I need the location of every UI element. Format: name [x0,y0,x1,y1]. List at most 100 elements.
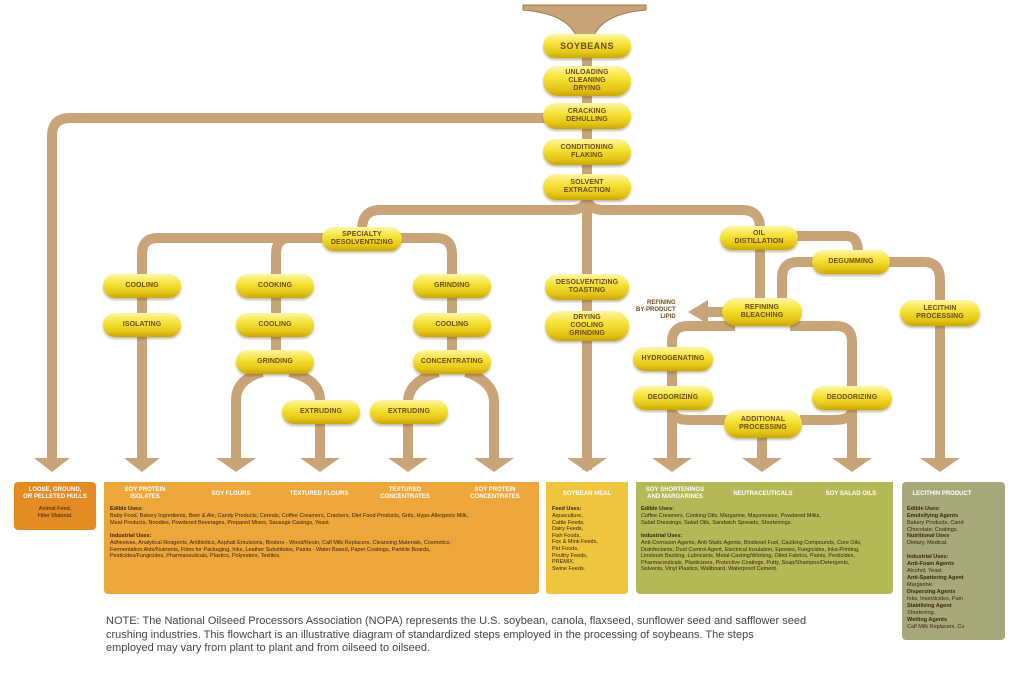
pipe-hulls [47,113,545,462]
lec-nutr-text: Dietary, Medical. [907,540,948,546]
pipe-ref-left [667,321,735,462]
arrow-lecithin [920,458,960,472]
product-hulls: LOOSE, GROUND, OR PELLETED HULLS Animal … [14,482,96,530]
meal-feed-label: Feed Uses: [552,506,582,512]
lec-disp-text: Inks, Insecticides, Pain [907,596,963,602]
arrow-textured-conc [388,458,428,472]
product-flours-title: SOY FLOURS [211,491,251,497]
pipe-add-right [800,409,857,425]
step-lecithin-processing: LECITHIN PROCESSING [900,300,980,326]
step-cooking: COOKING [236,274,314,298]
oil-edible-text: Coffee Creamers, Cooking Oils, Margarine… [641,513,821,526]
pipe-add-left [667,409,730,425]
step-additional-processing: ADDITIONAL PROCESSING [724,410,802,438]
step-soybeans: SOYBEANS [543,34,631,58]
arrow-byproduct [688,300,708,324]
lec-emuls-text: Bakery Products, Cand Chocolate, Coating… [907,520,964,533]
lec-antispat-text: Margarine. [907,582,934,588]
oil-edible-label: Edible Uses: [641,506,675,512]
pipe-lines [47,40,945,470]
step-conditioning: CONDITIONING FLAKING [543,139,631,165]
product-lecithin-title: LECITHIN PRODUCT [912,491,972,497]
lec-antifoam-text: Alcohol, Yeast. [907,568,944,574]
step-cracking: CRACKING DEHULLING [543,103,631,129]
step-solvent-extraction: SOLVENT EXTRACTION [543,174,631,200]
step-deodorizing-left: DEODORIZING [633,386,713,410]
lec-antifoam-label: Anti-Foam Agents [907,561,955,567]
arrow-flours [216,458,256,472]
meal-feed-text: Aquaculture, Cattle Feeds, Dairy Feeds, … [552,513,598,572]
pipe-grind-left [231,367,264,462]
product-hulls-text: Animal Feed, Filter Material. [37,506,73,519]
nopa-note: NOTE: The National Oilseed Processors As… [106,615,807,654]
arrow-salad [832,458,872,472]
product-meal-title: SOYBEAN MEAL [562,491,612,497]
pipe-degum-left [777,257,830,300]
product-soy-oils: SOY SHORTENINGS AND MARGARINES NEUTRACEU… [636,482,893,594]
arrow-neutra [742,458,782,472]
pipe-ref-right [790,321,857,462]
step-concentrating: CONCENTRATING [413,350,491,374]
product-textured-conc-title: TEXTURED CONCENTRATES [380,487,430,500]
pipe-specialty-left [137,233,325,462]
lec-emuls-label: Emulsifying Agents [907,513,959,519]
step-deodorizing-right: DEODORIZING [812,386,892,410]
arrow-isolates [124,458,160,472]
pipe-arrows [34,300,960,472]
product-neutra-title: NEUTRACEUTICALS [733,491,793,497]
step-cooling-flours: COOLING [236,313,314,337]
product-lecithin: LECITHIN PRODUCT Edible Uses: Emulsifyin… [902,482,1005,640]
pipe-degum-right [884,257,945,462]
step-extruding-concentrates: EXTRUDING [370,400,448,424]
product-hulls-title: LOOSE, GROUND, OR PELLETED HULLS [23,487,87,500]
oil-industrial-label: Industrial Uses: [641,533,683,539]
product-protein-conc-title: SOY PROTEIN CONCENTRATES [470,487,520,500]
lecithin-industrial-label: Industrial Uses: [907,554,949,560]
step-cooling-concentrates: COOLING [413,313,491,337]
lec-antispat-label: Anti-Spattering Agent [907,575,964,581]
pipe-oil-degum [790,231,863,253]
pipe-conc-right [464,367,499,462]
product-soybean-meal: SOYBEAN MEAL Feed Uses: Aquaculture, Cat… [546,482,628,594]
lec-disp-label: Dispersing Agents [907,589,956,595]
arrow-hulls [34,458,70,472]
step-isolating: ISOLATING [103,313,181,337]
step-unloading: UNLOADING CLEANING DRYING [543,66,631,96]
step-extruding-flours: EXTRUDING [282,400,360,424]
pipe-specialty-right [400,233,457,285]
step-hydrogenating: HYDROGENATING [633,347,713,371]
refining-byproduct-label: REFINING BY-PRODUCT LIPID [636,300,676,320]
oil-industrial-text: Anti-Corrosion Agents, Anti-Static Agent… [641,540,862,573]
arrow-meal [567,458,607,472]
arrow-textured-flours [300,458,340,472]
lec-wet-text: Calf Milk Replacers, Co [907,624,965,630]
protein-edible-text: Baby Food, Bakery Ingredients, Beer & Al… [110,513,469,526]
step-desolventizing-toasting: DESOLVENTIZING TOASTING [545,274,629,300]
step-cooling-isolates: COOLING [103,274,181,298]
product-shortening-title: SOY SHORTENINGS AND MARGARINES [645,487,705,500]
lec-stab-text: Shortening. [907,610,936,616]
step-degumming: DEGUMMING [812,250,890,274]
step-specialty-desolventizing: SPECIALTY DESOLVENTIZING [322,227,402,251]
arrow-shortening [652,458,692,472]
protein-edible-label: Edible Uses: [110,506,144,512]
step-oil-distillation: OIL DISTILLATION [720,226,798,250]
lec-wet-label: Wetting Agents [907,617,948,623]
pipe-to-oil [582,195,765,229]
protein-industrial-label: Industrial Uses: [110,533,152,539]
lec-stab-label: Stabilizing Agent [907,603,952,609]
product-salad-title: SOY SALAD OILS [825,491,877,497]
product-soy-protein: SOY PROTEIN ISOLATES SOY FLOURS TEXTURED… [104,482,539,594]
protein-industrial-text: Adhesives, Analytical Reagents, Antibiot… [110,540,452,560]
step-grinding-concentrates: GRINDING [413,274,491,298]
product-isolates-title: SOY PROTEIN ISOLATES [124,487,166,500]
lecithin-edible-label: Edible Uses: [907,506,941,512]
step-drying-cooling-grinding: DRYING COOLING GRINDING [545,311,629,341]
pipe-to-specialty [357,195,592,231]
lec-nutr-label: Nutritional Uses [907,533,950,539]
pipe-specialty-mid [271,233,330,285]
product-textured-flours-title: TEXTURED FLOURS [289,491,349,497]
arrow-protein-conc [474,458,514,472]
step-grinding-flours: GRINDING [236,350,314,374]
step-refining-bleaching: REFINING BLEACHING [722,298,802,326]
